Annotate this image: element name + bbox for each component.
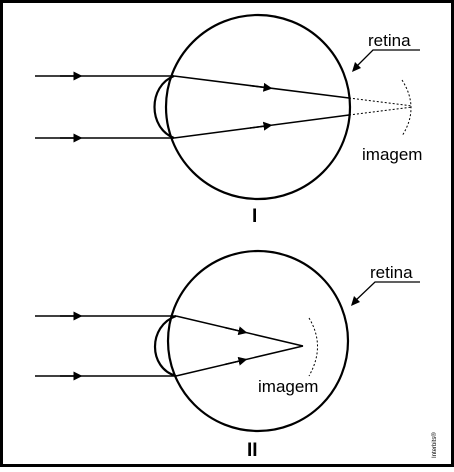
image-arc — [308, 317, 318, 377]
credit-text: Interbits® — [431, 432, 438, 458]
eyeball-circle — [164, 13, 352, 201]
dotted-extension-2 — [348, 106, 413, 116]
eyeball-circle — [166, 249, 350, 433]
ray-arrow — [224, 356, 248, 366]
pointer-arrowhead — [351, 296, 360, 306]
cornea-lens — [154, 314, 177, 378]
image-label: imagem — [362, 145, 422, 164]
image-arc — [401, 79, 412, 137]
retina-label: retina — [370, 263, 413, 282]
ray-arrow — [249, 121, 273, 131]
ray-arrow — [224, 326, 248, 336]
cornea-lens — [153, 74, 175, 140]
diagram-number: II — [247, 440, 258, 461]
retina-pointer — [353, 281, 420, 303]
diagram-II: retina imagem II — [35, 249, 420, 461]
image-label: imagem — [258, 377, 318, 396]
diagram-I: retina imagem I — [35, 13, 422, 227]
pointer-arrowhead — [352, 62, 361, 72]
diagram-number: I — [252, 206, 257, 227]
retina-label: retina — [368, 31, 411, 50]
dotted-extension-1 — [348, 97, 413, 107]
ray-arrow — [249, 82, 273, 92]
retina-pointer — [354, 49, 420, 69]
